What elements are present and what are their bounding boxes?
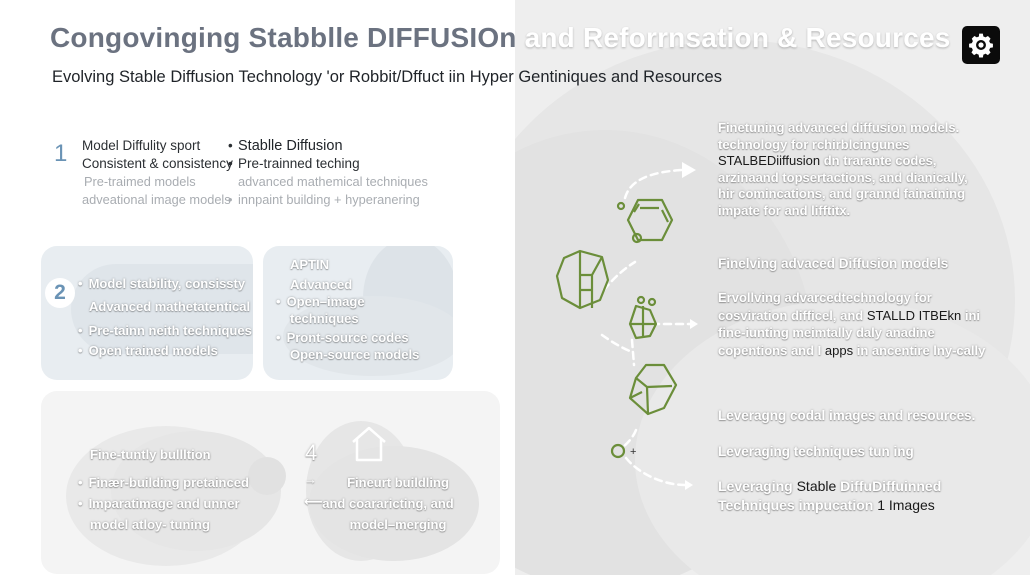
molecule-polyhedron-icon bbox=[628, 363, 678, 416]
section-4-number: 4 bbox=[305, 440, 318, 465]
page-title: Congovinging Stabblle DIFFUSIOn and Refo… bbox=[50, 22, 951, 54]
text-line: Leveraging Stable DiffuDiffuinned bbox=[718, 477, 941, 496]
list-item: techniques bbox=[290, 311, 359, 326]
list-item: Open trained models bbox=[78, 339, 252, 363]
row-left: Model Diffulity sport bbox=[82, 138, 201, 153]
highlight-text: Stable bbox=[796, 478, 837, 494]
arrow-head-icon bbox=[690, 319, 698, 329]
card-blob bbox=[248, 457, 286, 495]
row-separator: • bbox=[228, 192, 233, 207]
plus-glyph: + bbox=[630, 446, 636, 458]
molecule-diagram: + bbox=[555, 162, 698, 490]
text-span: copentions and I bbox=[718, 342, 825, 358]
section-4-title: Fine-tuntly bullltion bbox=[90, 447, 211, 462]
text-line: Techniques impucation 1 Images bbox=[718, 496, 941, 515]
section-3-list: APTIN Advanced Open–image techniques Pro… bbox=[276, 256, 420, 363]
row-left: adveational image models bbox=[82, 192, 231, 207]
row-left: Consistent & consistency bbox=[82, 156, 233, 171]
section-3-title: APTIN bbox=[290, 257, 329, 272]
list-item: model atloy- tuning bbox=[90, 517, 210, 532]
row-right: advanced mathemical techniques bbox=[238, 174, 428, 189]
row-right: Pre-trainned teching bbox=[238, 156, 360, 171]
atom-icon bbox=[610, 443, 626, 459]
arrow-head-icon bbox=[685, 480, 693, 490]
text-line: Finetuning advanced diffusion models. bbox=[718, 120, 960, 135]
list-item: Imparatimage and unner bbox=[78, 493, 249, 514]
right-block-2: Ervollving advarcedtechnology for cosvir… bbox=[718, 289, 985, 359]
arrow-right: → bbox=[304, 472, 317, 487]
text-line: impate for and lifftitx. bbox=[718, 202, 851, 218]
text-span: ini bbox=[961, 307, 980, 323]
arrow-head-icon bbox=[682, 162, 696, 178]
row-separator: • bbox=[228, 138, 233, 153]
molecule-hexagon-icon bbox=[626, 198, 674, 242]
text-span: dn trarante codes, bbox=[820, 153, 937, 168]
section-4-card bbox=[41, 391, 500, 574]
right-block-1: Finetuning advanced diffusion models. te… bbox=[718, 120, 968, 219]
highlight-text: apps bbox=[824, 342, 854, 358]
home-icon bbox=[352, 426, 386, 462]
row-right: innpaint building + hyperanering bbox=[238, 192, 420, 207]
section-2-list: Model stability, consissty Advanced math… bbox=[78, 274, 252, 363]
text-line: Fineurt buildling bbox=[347, 475, 449, 490]
text-line: arzinaand topsertactions, and dianically… bbox=[718, 169, 968, 185]
text-line: STALBEDiiffusion dn trarante codes, bbox=[718, 153, 968, 170]
list-item: Open-source models bbox=[290, 347, 420, 362]
list-item: Pront-source codes bbox=[276, 329, 419, 346]
right-block-3-line-2: Leveraging techniques tun ing bbox=[718, 444, 914, 459]
row-left: Pre-traimed models bbox=[84, 174, 196, 189]
text-line: and coararicting, and bbox=[322, 496, 454, 511]
title-faded: and Reforrnsation & Resources bbox=[524, 22, 951, 53]
text-line: model–merging bbox=[349, 517, 447, 532]
row-separator: • bbox=[228, 156, 233, 171]
section-1: Model Diffulity sport•Stablle Diffusion … bbox=[82, 137, 428, 209]
card-blob bbox=[309, 446, 479, 561]
text-span: cosviration difficel, and bbox=[718, 307, 867, 323]
title-main: Congovinging Stabblle DIFFUSIOn bbox=[50, 22, 517, 53]
section-4-left-list: Fine-tuntly bullltion Finær-building pre… bbox=[78, 444, 249, 535]
section-1-row: Consistent & consistency• Pre-trainned te… bbox=[82, 155, 428, 173]
text-line: fine-iunting meimtally daly anadine bbox=[718, 325, 935, 340]
list-item: Pre-tainn neith techniques bbox=[78, 323, 252, 339]
right-block-3-line-1: Leveragng codal images and resources. bbox=[718, 408, 976, 423]
row-right: Stablle Diffusion bbox=[238, 138, 343, 154]
right-block-2-heading: Finelving advaced Diffusion models bbox=[718, 256, 949, 271]
section-1-row: Model Diffulity sport • Stablle Diffusion bbox=[82, 137, 428, 155]
list-item: Model stability, consissty bbox=[78, 274, 252, 294]
list-item: Open–image bbox=[276, 293, 419, 310]
highlight-text: 1 Images bbox=[877, 497, 935, 513]
highlight-text: STALLD ITBEkn bbox=[866, 307, 962, 323]
text-span: in ancentire lny-cally bbox=[853, 342, 986, 358]
text-line: hir comincations, and grannd fainaining bbox=[718, 186, 966, 201]
settings-button[interactable] bbox=[962, 26, 1000, 64]
section-1-row: adveational image models• innpaint buildi… bbox=[82, 191, 428, 209]
background-blob bbox=[635, 300, 1030, 575]
highlight-text: STALBEDiiffusion bbox=[718, 153, 821, 168]
section-4-right-text: Fineurt buildling and coararicting, and … bbox=[322, 472, 468, 535]
text-span: Leveraging bbox=[718, 478, 797, 494]
gear-icon bbox=[969, 33, 993, 58]
list-item: Finær-building pretainced bbox=[78, 472, 249, 493]
text-span: Techniques impucation bbox=[718, 497, 878, 513]
right-panel-background bbox=[515, 0, 1030, 575]
page-subtitle: Evolving Stable Diffusion Technology 'or… bbox=[52, 68, 722, 86]
text-line: cosviration difficel, and STALLD ITBEkn … bbox=[718, 307, 985, 325]
section-1-row: Pre-traimed models advanced mathemical te… bbox=[82, 173, 428, 191]
section-1-number: 1 bbox=[54, 140, 68, 167]
text-line: technology for rchirblcingunes bbox=[718, 136, 910, 152]
list-item: Advanced bbox=[290, 277, 353, 292]
right-block-3: Leveraging Stable DiffuDiffuinned Techni… bbox=[718, 477, 941, 515]
text-span: DiffuDiffuinned bbox=[836, 478, 942, 494]
section-2-number: 2 bbox=[45, 278, 75, 308]
list-item: Advanced mathetatentical bbox=[89, 299, 251, 314]
arrow-left: ⟵ bbox=[304, 494, 323, 509]
text-line: copentions and I apps in ancentire lny-c… bbox=[718, 342, 985, 360]
text-line: Ervollving advarcedtechnology for bbox=[718, 290, 932, 305]
